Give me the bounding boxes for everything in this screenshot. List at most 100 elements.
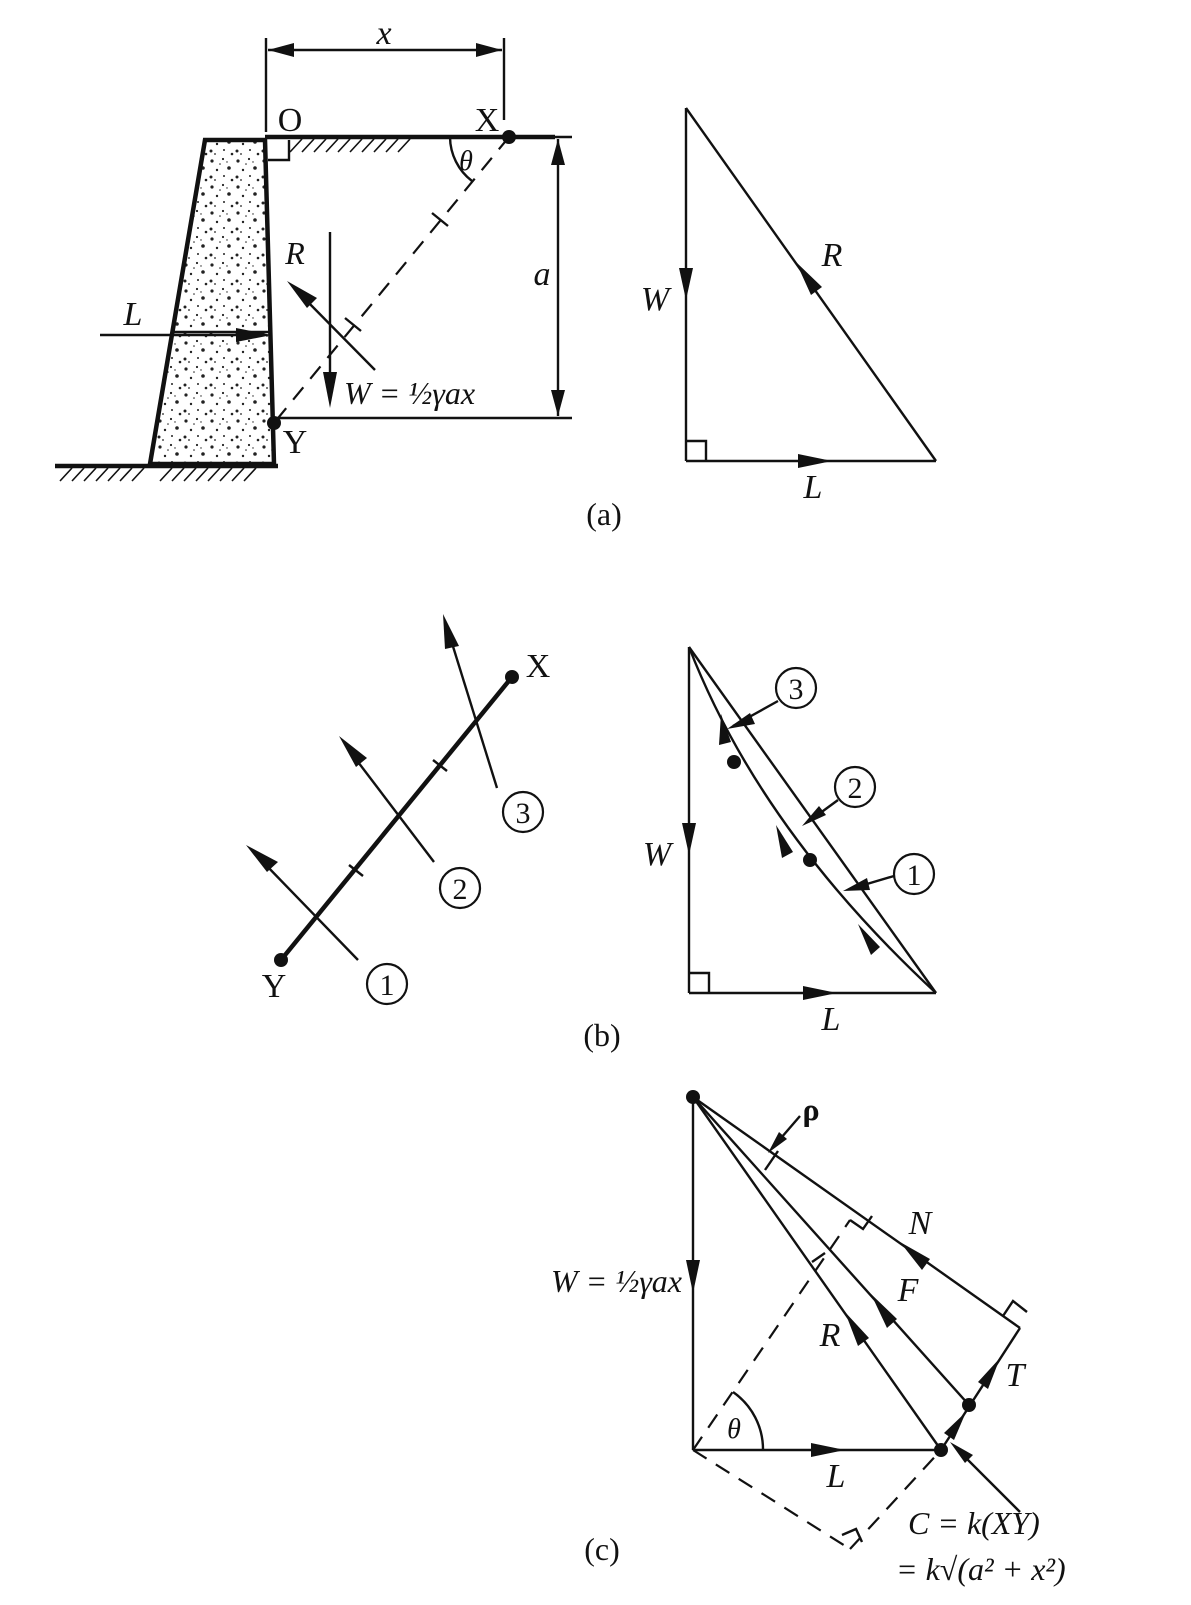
c-F-arrow <box>871 1294 897 1328</box>
c-F-line <box>692 1096 970 1406</box>
tri-b-right-angle <box>689 971 711 993</box>
c-right-angle-N <box>849 1215 873 1231</box>
label-c-N: N <box>908 1205 934 1242</box>
dim-a-arrow-bottom <box>551 390 565 416</box>
tri-b-callout-2-arrow <box>802 806 826 826</box>
label-c-F: F <box>897 1272 920 1309</box>
panel-b: X Y 1 2 3 W L <box>246 614 937 1053</box>
label-dim-x: x <box>375 15 391 52</box>
b-circle-3 <box>501 790 545 834</box>
force-W-arrow <box>323 372 337 408</box>
c-R-arrow <box>845 1312 869 1346</box>
label-tri-b-2: 2 <box>848 772 863 805</box>
label-force-L: L <box>123 296 143 333</box>
c-N-arrow <box>900 1242 930 1270</box>
dim-x-arrow-right <box>476 43 502 57</box>
point-X <box>502 130 516 144</box>
b-force-2-arrow <box>339 736 367 767</box>
label-b-3: 3 <box>516 797 531 830</box>
label-b-Y: Y <box>262 968 287 1005</box>
c-C-pointer-arrow <box>950 1442 973 1463</box>
c-L-arrow <box>811 1443 845 1457</box>
tri-b-locus-arrow-2 <box>776 825 793 858</box>
label-b-1: 1 <box>380 969 395 1002</box>
c-point-T <box>962 1398 976 1412</box>
c-right-angle-T <box>1002 1299 1028 1317</box>
label-Y: Y <box>283 424 308 461</box>
c-rho-arrow <box>768 1132 787 1153</box>
label-tri-a-R: R <box>821 237 843 274</box>
b-tick-2 <box>432 759 448 772</box>
c-dash-bottom-2 <box>849 1449 942 1550</box>
label-c-C-eq2: = k√(a² + x²) <box>896 1551 1066 1587</box>
label-theta: θ <box>459 146 473 177</box>
label-c-R: R <box>819 1317 841 1354</box>
label-X: X <box>475 102 500 139</box>
slip-line-XY <box>279 675 514 962</box>
dim-x-arrow-left <box>268 43 294 57</box>
c-right-angle-bottom <box>841 1527 864 1543</box>
label-tri-b-3: 3 <box>789 673 804 706</box>
label-tri-a-W: W <box>641 281 672 318</box>
b-force-3-arrow <box>443 614 459 649</box>
tri-a-W-arrow <box>679 268 693 300</box>
tri-b-locus-arrow-3 <box>719 714 731 745</box>
label-b-2: 2 <box>453 873 468 906</box>
theta-arc <box>448 136 473 182</box>
label-O: O <box>278 102 303 139</box>
ground-hatch-top <box>289 138 411 153</box>
c-theta-arc <box>732 1391 765 1451</box>
label-c-weight-eq: W = ½γax <box>551 1263 682 1299</box>
tri-a-L-arrow <box>798 454 832 468</box>
right-angle-O <box>268 140 291 162</box>
label-force-R: R <box>284 235 305 271</box>
tri-a-R-arrow <box>796 262 822 295</box>
b-tick-1 <box>348 864 364 877</box>
slip-tick-2 <box>344 317 362 332</box>
tri-b-locus-arrow-1 <box>858 924 880 955</box>
force-L-arrow <box>236 328 272 342</box>
dim-a-arrow-top <box>551 139 565 165</box>
tri-b-point-1 <box>803 853 817 867</box>
caption-c: (c) <box>584 1531 620 1567</box>
retaining-wall <box>147 137 277 467</box>
label-c-L: L <box>826 1458 846 1495</box>
panel-a: x a θ O X Y L W = ½γax R <box>55 15 937 532</box>
c-dash-theta <box>692 1219 851 1451</box>
c-R-tick <box>811 1252 826 1263</box>
ground-hatch-base <box>59 467 257 482</box>
caption-b: (b) <box>583 1017 620 1053</box>
c-C-arrow <box>944 1412 966 1440</box>
tri-b-circle-1 <box>892 852 936 896</box>
tri-a-right-angle <box>686 439 708 461</box>
c-dash-bottom-1 <box>692 1449 851 1550</box>
slip-tick-1 <box>431 212 449 227</box>
label-weight-eq: W = ½γax <box>344 375 475 411</box>
point-b-Y <box>274 953 288 967</box>
b-force-1-arrow <box>246 845 278 872</box>
tri-b-callout-3-arrow <box>727 713 755 729</box>
b-force-1 <box>263 862 359 961</box>
tri-b-W-arrow <box>682 823 696 855</box>
b-force-3 <box>449 639 499 789</box>
c-N-line <box>692 1096 1021 1329</box>
tri-b-locus <box>687 646 937 994</box>
point-Y <box>267 416 281 430</box>
c-T-arrow <box>978 1358 1000 1389</box>
c-W-arrow <box>686 1260 700 1293</box>
b-circle-1 <box>365 962 409 1006</box>
c-rho-line <box>764 1150 779 1171</box>
label-tri-b-W: W <box>643 836 674 873</box>
c-point-L <box>934 1443 948 1457</box>
label-c-T: T <box>1006 1357 1027 1394</box>
c-R-line <box>692 1096 942 1451</box>
label-tri-b-1: 1 <box>907 859 922 892</box>
label-c-rho: ρ <box>802 1091 819 1127</box>
label-dim-a: a <box>534 256 551 293</box>
label-c-C-eq1: C = k(XY) <box>908 1505 1040 1541</box>
label-c-theta: θ <box>727 1414 741 1445</box>
tri-b-callout-1-arrow <box>843 878 870 891</box>
tri-b-point-2 <box>727 755 741 769</box>
panel-c: W = ½γax L R F N T θ <box>551 1090 1066 1587</box>
